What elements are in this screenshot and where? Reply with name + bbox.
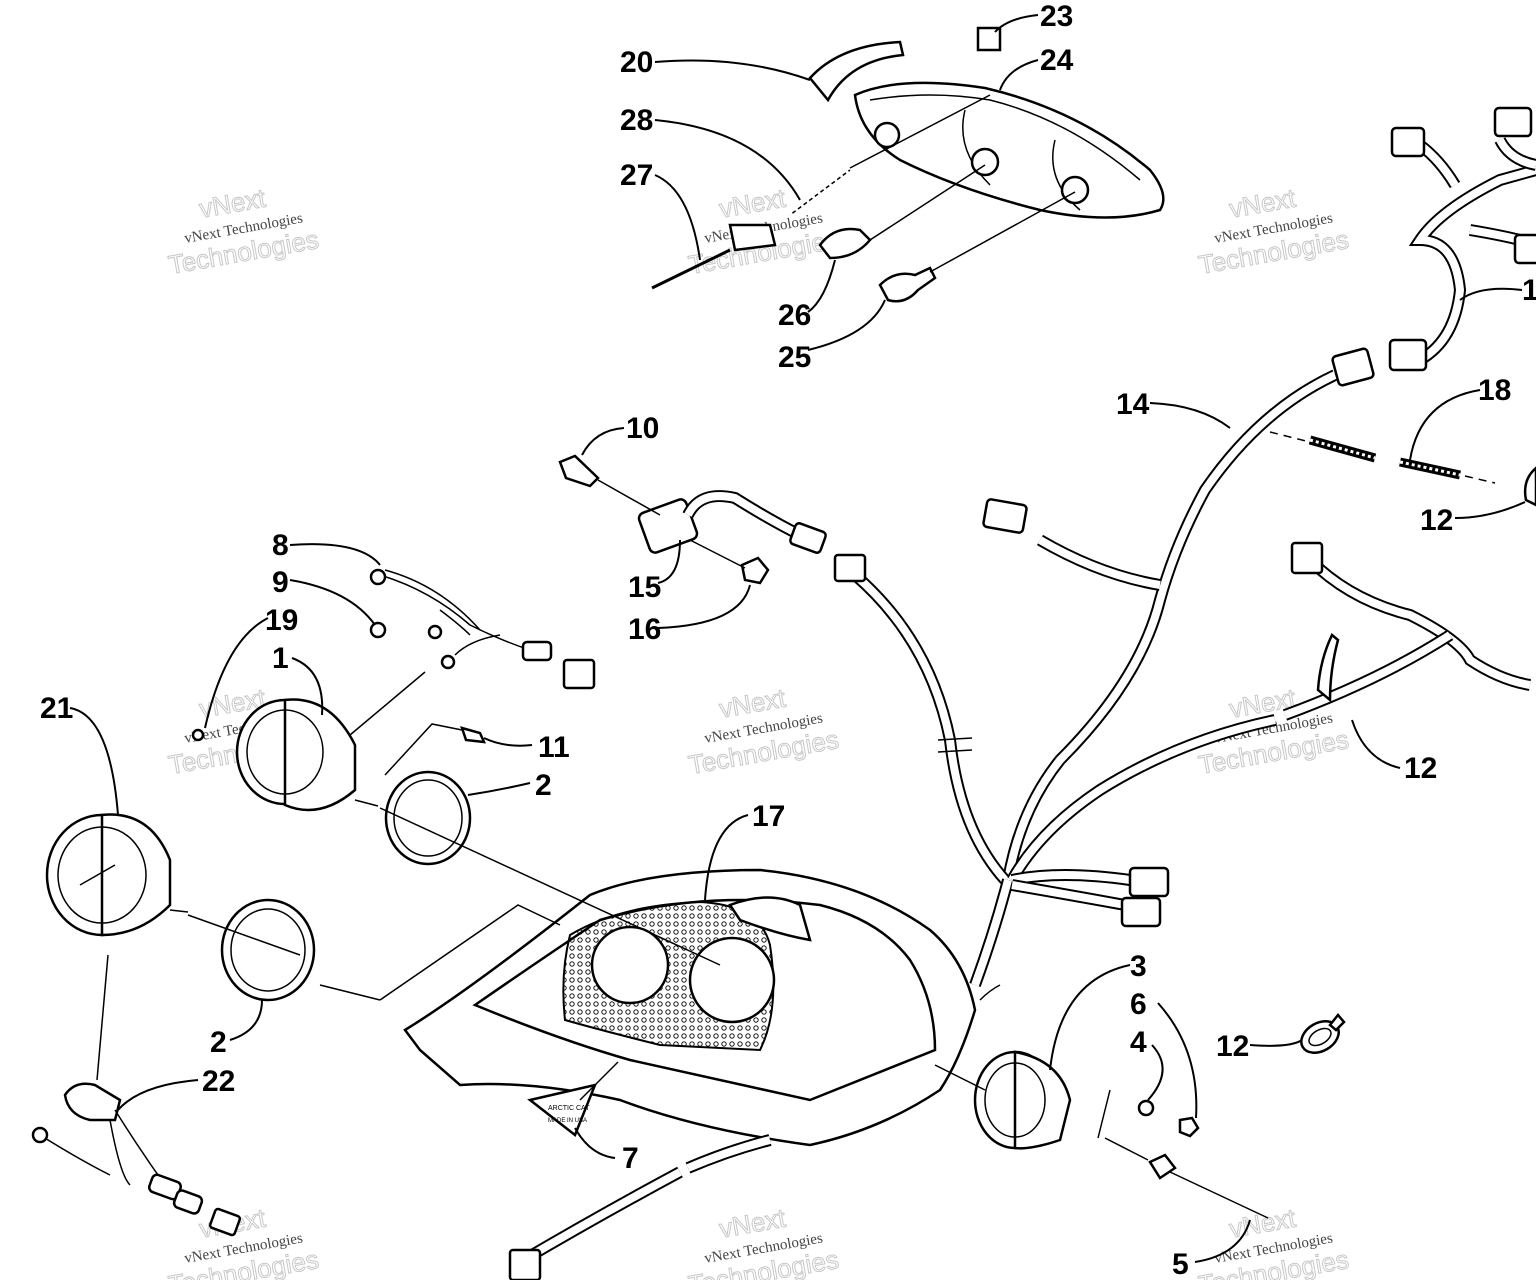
callout-27: 27 <box>620 159 653 192</box>
temperature-sensor <box>1097 1089 1269 1219</box>
callout-11: 11 <box>538 731 570 764</box>
callout-24: 24 <box>1040 44 1074 77</box>
indicator-plug <box>208 1207 242 1237</box>
bezel-rings <box>220 770 472 1002</box>
trim-strip <box>808 40 905 103</box>
callout-2-upper: 2 <box>535 769 552 802</box>
screw-nut <box>728 223 777 252</box>
switch-body <box>637 498 699 554</box>
gauge-hole-left <box>590 925 670 1005</box>
dimmer-switch-assembly <box>558 454 827 585</box>
callout-23: 23 <box>1040 0 1073 33</box>
indicator-lamp <box>31 954 242 1237</box>
headlight-assembly <box>651 26 1165 303</box>
callout-19: 19 <box>265 604 298 637</box>
callout-9: 9 <box>272 566 289 599</box>
harness-connector-b <box>1120 896 1162 928</box>
main-wiring-harness <box>833 347 1375 988</box>
callout-14: 14 <box>1116 388 1150 421</box>
callout-20: 20 <box>620 46 653 79</box>
callout-4: 4 <box>1130 1026 1147 1059</box>
gauge-bulb <box>191 728 205 742</box>
right-harness-connector <box>1388 338 1428 372</box>
right-harness-plug-c <box>1513 233 1536 265</box>
hose-clamp <box>1300 1013 1346 1054</box>
callout-28: 28 <box>620 104 653 137</box>
indicator-window <box>728 896 812 942</box>
callout-22: 22 <box>202 1065 235 1098</box>
watermark-top-left: vNext Technologies vNext Technologies <box>166 182 322 280</box>
callout-8: 8 <box>272 529 289 562</box>
switch-connector <box>789 522 827 554</box>
bulb-socket-left <box>873 121 901 149</box>
right-harness-plug-b <box>1493 106 1533 138</box>
emblem-subtext: MADE IN USA <box>548 1118 587 1124</box>
gauge-lamp-harness <box>191 568 596 776</box>
callout-10: 10 <box>626 412 659 445</box>
callout-12-a: 12 <box>1420 504 1453 537</box>
watermark-top-right: vNext Technologies vNext Technologies <box>1196 182 1352 280</box>
callout-5: 5 <box>1172 1248 1189 1280</box>
callout-21: 21 <box>40 692 73 725</box>
callout-labels: 20 23 24 28 27 26 25 10 15 16 8 9 19 1 2… <box>40 0 1536 1280</box>
bulb-socket-right <box>1060 175 1090 205</box>
bolt <box>558 454 600 488</box>
temperature-gauge <box>973 1050 1072 1150</box>
marker-bulb <box>878 266 937 303</box>
adjuster-screw <box>651 248 731 290</box>
callout-3: 3 <box>1130 950 1147 983</box>
callout-16: 16 <box>628 613 661 646</box>
callout-25: 25 <box>778 341 811 374</box>
washer <box>1137 1099 1155 1117</box>
sensor-nut <box>1178 1116 1200 1138</box>
projection-lines <box>187 807 1001 1280</box>
callout-leaders <box>69 14 1526 1263</box>
tension-spring <box>1269 431 1536 507</box>
tachometer <box>235 698 379 812</box>
callout-15: 15 <box>628 571 661 604</box>
speedometer <box>45 813 189 937</box>
watermark-mid-center: vNext Technologies vNext Technologies <box>686 682 842 780</box>
instrument-pod: ARCTIC CAT MADE IN USA <box>319 868 977 1147</box>
right-harness-plug-a <box>1390 126 1426 158</box>
right-harness <box>1388 106 1536 372</box>
harness-connector-top <box>1331 347 1375 387</box>
harness-connector-a <box>1128 866 1170 898</box>
lamp-harness-plug <box>562 658 596 690</box>
pod-connector <box>508 1248 542 1280</box>
callout-12-c: 12 <box>1216 1030 1249 1063</box>
sub-harness-right <box>1282 541 1532 721</box>
nut <box>740 556 770 585</box>
watermark-bottom-center: vNext Technologies vNext Technologies <box>686 1202 842 1280</box>
callout-26: 26 <box>778 299 811 332</box>
lamp-harness-sleeve <box>521 640 553 662</box>
callout-7: 7 <box>622 1142 639 1175</box>
sub-harness-plug <box>1290 541 1324 575</box>
watermark-bottom-left: vNext Technologies vNext Technologies <box>166 1202 322 1280</box>
callout-18: 18 <box>1478 374 1511 407</box>
clamp-partial <box>1523 466 1536 507</box>
tie-strap <box>1316 633 1340 703</box>
emblem-brand: ARCTIC CAT <box>548 1105 590 1112</box>
watermark-bottom-right: vNext Technologies vNext Technologies <box>1196 1202 1352 1280</box>
harness-connector-c <box>982 498 1028 534</box>
adjuster-spring <box>788 168 852 217</box>
arctic-cat-emblem <box>527 1083 598 1138</box>
clip <box>976 26 1002 52</box>
callout-13: 13 <box>1522 274 1536 307</box>
gauge-hole-right <box>688 936 776 1024</box>
callout-12-b: 12 <box>1404 752 1437 785</box>
lamp-socket <box>460 726 487 744</box>
callout-2-lower: 2 <box>210 1026 227 1059</box>
harness-connector-left <box>833 553 867 583</box>
callout-1: 1 <box>272 642 289 675</box>
callout-6: 6 <box>1130 988 1147 1021</box>
callout-17: 17 <box>752 800 785 833</box>
headlight-housing <box>853 81 1165 219</box>
